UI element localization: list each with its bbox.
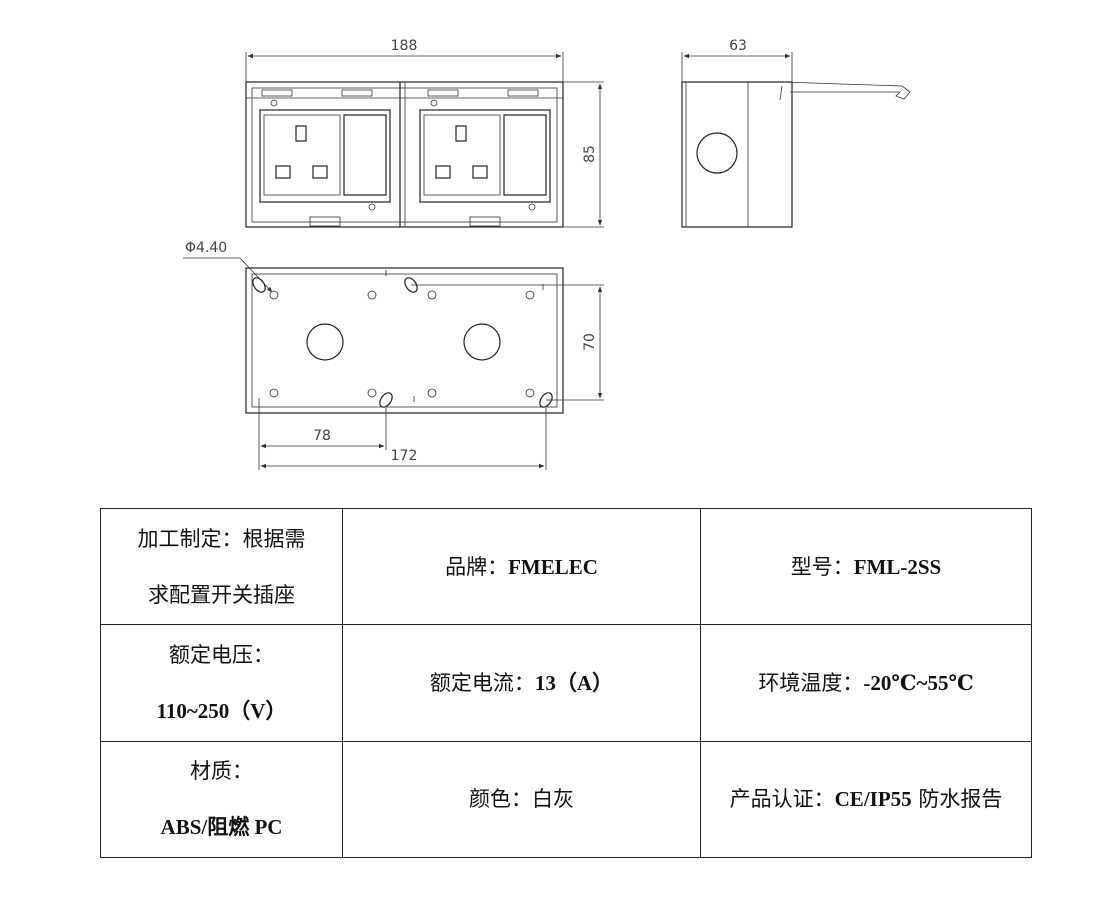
- color-value: 白灰: [532, 787, 574, 812]
- dim-base-hole-offset: 78: [313, 428, 331, 444]
- dim-side-depth: 63: [729, 38, 747, 54]
- color-label: 颜色：: [469, 787, 532, 812]
- model-label: 型号：: [790, 554, 854, 579]
- certification-suffix: 防水报告: [911, 787, 1003, 812]
- spec-table: 加工制定：根据需 求配置开关插座 品牌：FMELEC 型号：FML-2SS 额定…: [100, 507, 1032, 859]
- brand-label: 品牌：: [445, 554, 509, 579]
- material-cell: 材质： ABS/阻燃 PC: [100, 740, 343, 859]
- brand-cell: 品牌：FMELEC: [342, 507, 701, 626]
- voltage-value: 110~250（V）: [156, 698, 287, 723]
- temperature-label: 环境温度：: [758, 670, 864, 695]
- color-cell: 颜色：白灰: [342, 740, 701, 859]
- dim-hole-diameter: Φ4.40: [185, 240, 227, 256]
- voltage-label: 额定电压：: [169, 642, 274, 667]
- side-view: 63: [681, 38, 911, 228]
- certification-value: CE/IP55: [834, 787, 912, 812]
- spec-row-1: 加工制定：根据需 求配置开关插座 品牌：FMELEC 型号：FML-2SS: [100, 507, 1032, 626]
- spec-row-2: 额定电压： 110~250（V） 额定电流：13（A） 环境温度：-20℃~55…: [100, 624, 1032, 742]
- base-view: Φ4.40 70 78 172: [183, 240, 604, 470]
- dim-base-height: 70: [582, 333, 598, 351]
- dim-front-width: 188: [391, 38, 418, 54]
- certification-label: 产品认证：: [729, 787, 835, 812]
- process-label: 加工制定：根据需: [137, 526, 306, 551]
- dim-base-hole-span: 172: [391, 448, 418, 464]
- model-value: FML-2SS: [853, 554, 942, 579]
- voltage-cell: 额定电压： 110~250（V）: [100, 624, 343, 742]
- certification-cell: 产品认证：CE/IP55 防水报告: [700, 740, 1032, 859]
- temperature-cell: 环境温度：-20℃~55℃: [700, 624, 1032, 742]
- temperature-value: -20℃~55℃: [863, 670, 974, 695]
- model-cell: 型号：FML-2SS: [700, 507, 1032, 626]
- current-label: 额定电流：: [429, 670, 535, 695]
- brand-value: FMELEC: [508, 554, 598, 579]
- technical-drawing: 188 85 63: [183, 38, 911, 470]
- process-value: 求配置开关插座: [148, 582, 295, 607]
- material-label: 材质：: [190, 759, 253, 784]
- spec-row-3: 材质： ABS/阻燃 PC 颜色：白灰 产品认证：CE/IP55 防水报告: [100, 740, 1032, 859]
- front-view: 188 85: [245, 38, 604, 228]
- dim-front-height: 85: [582, 145, 598, 163]
- current-cell: 额定电流：13（A）: [342, 624, 701, 742]
- material-value: ABS/阻燃 PC: [160, 815, 283, 840]
- current-value: 13（A）: [534, 670, 614, 695]
- process-cell: 加工制定：根据需 求配置开关插座: [100, 507, 343, 626]
